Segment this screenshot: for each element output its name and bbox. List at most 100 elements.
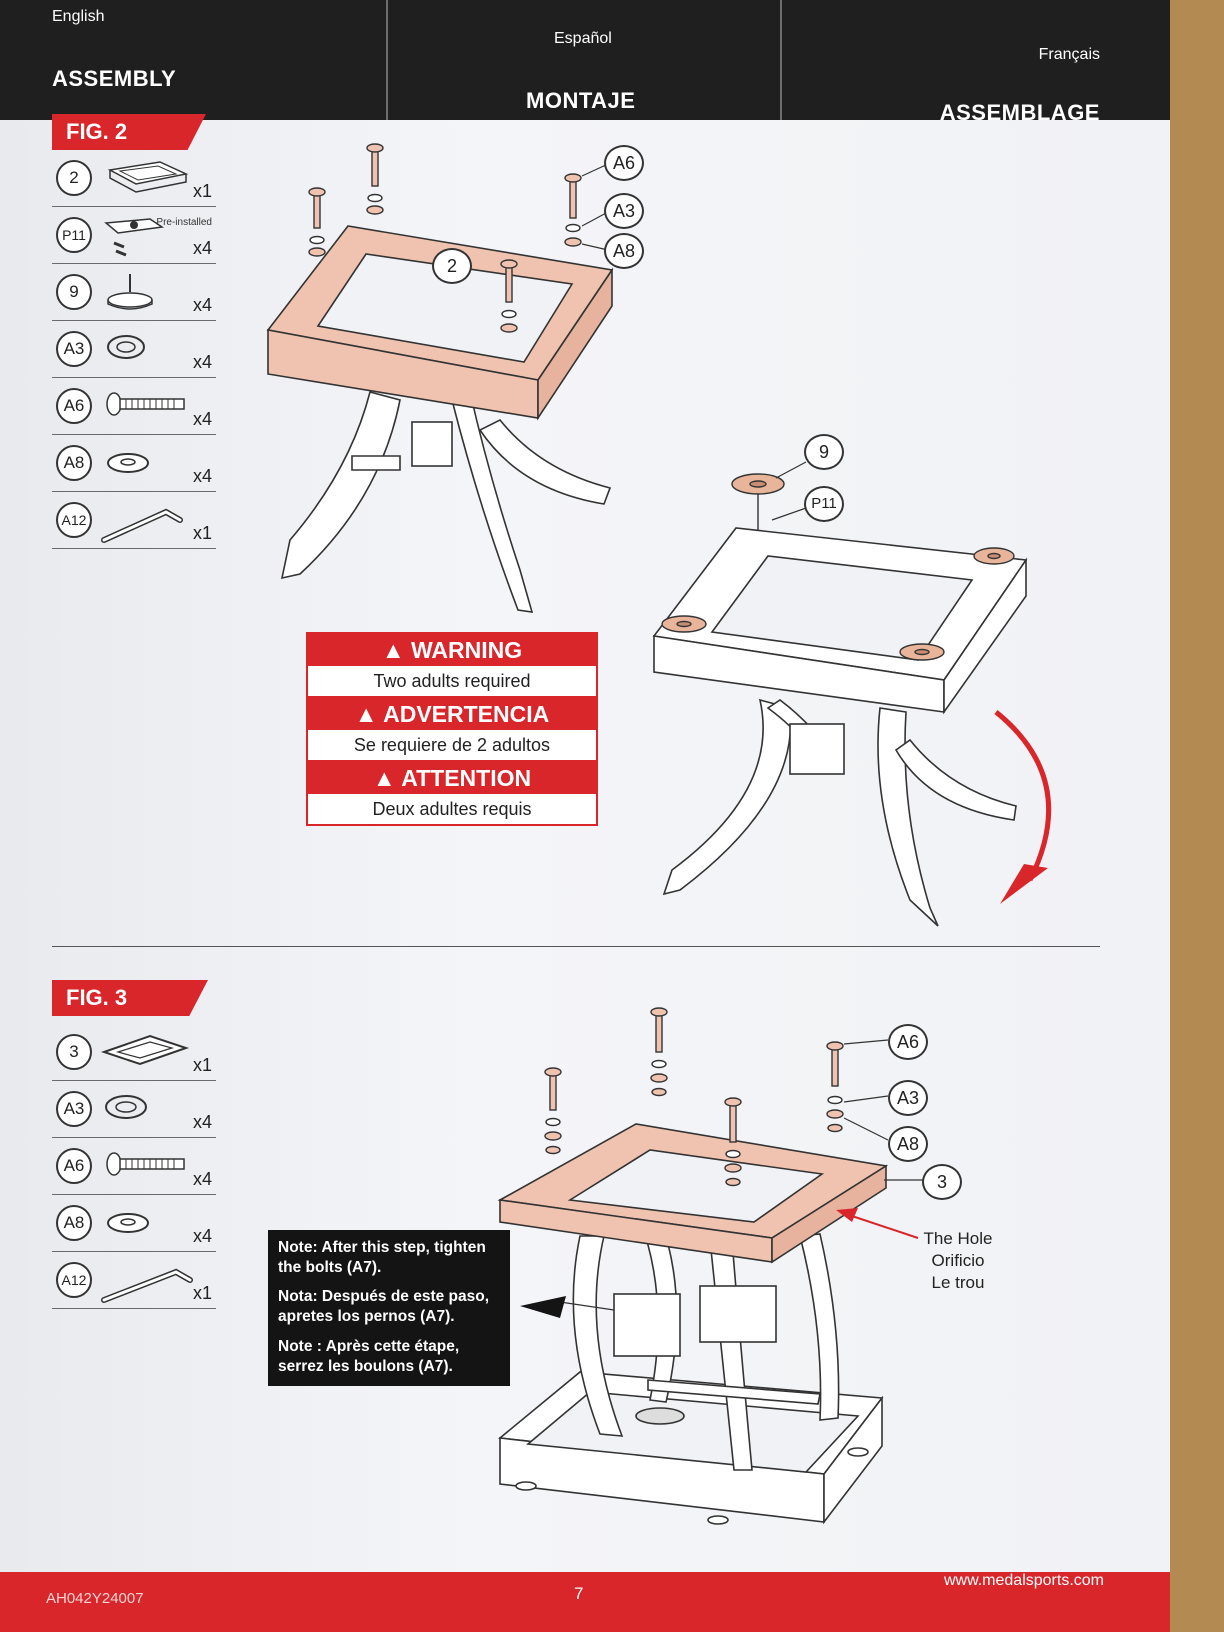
part-qty: x1	[192, 1283, 212, 1303]
hole-label-en: The Hole	[923, 1229, 993, 1248]
part-id: A12	[56, 502, 92, 538]
fig3-wood-frame	[497, 1123, 889, 1264]
part-qty: x4	[192, 1112, 212, 1132]
part-id: 3	[56, 1034, 92, 1070]
warning-triangle-icon: ▲	[381, 637, 411, 663]
bolt-icon	[106, 1152, 185, 1176]
bracket-part-icon	[104, 218, 165, 257]
part-qty: x4	[192, 238, 212, 258]
flip-arrow-icon	[994, 710, 1052, 904]
warning-heading-en: ▲ WARNING	[308, 634, 596, 666]
spring-washer-icon	[107, 335, 145, 359]
part-note: Pre-installed	[156, 217, 212, 228]
lang-spanish: Español	[554, 30, 612, 47]
allen-key-icon	[101, 1268, 193, 1303]
part-id: 9	[56, 274, 92, 310]
callout-a6: A6	[888, 1024, 928, 1060]
part-row: P11 Pre-installed x4	[52, 207, 216, 264]
fig2-table-right	[652, 527, 1028, 927]
part-qty: x4	[192, 466, 212, 486]
warning-heading-es: ▲ ADVERTENCIA	[308, 698, 596, 730]
product-code: AH042Y24007	[46, 1590, 144, 1607]
fig2-bolts-left	[308, 143, 582, 333]
fig3-parts-list: 3 x1 A3 x4 A6 x4 A8 x4 A12 x1	[52, 1024, 216, 1309]
part-id: P11	[56, 217, 92, 253]
footer-bar: AH042Y24007 7 www.medalsports.com	[0, 1572, 1170, 1632]
warning-triangle-icon: ▲	[354, 701, 384, 727]
warning-text-fr: Deux adultes requis	[372, 799, 532, 819]
website-url: www.medalsports.com	[943, 1572, 1104, 1589]
part-row: A8 x4	[52, 435, 216, 492]
manual-page: English ASSEMBLY Español MONTAJE Françai…	[0, 0, 1170, 1632]
flat-washer-icon	[107, 1213, 149, 1233]
part-row: 3 x1	[52, 1024, 216, 1081]
part-row: A12 x1	[52, 1252, 216, 1309]
fig3-bolts	[544, 1007, 844, 1187]
lang-english: English	[52, 8, 105, 25]
callout-p11: P11	[804, 486, 844, 522]
section-divider	[52, 946, 1100, 947]
frame-part-icon	[100, 1034, 190, 1066]
fig2-table-left	[280, 269, 612, 613]
note-box: Note: After this step, tighten the bolts…	[268, 1230, 510, 1386]
spring-washer-icon	[105, 1095, 147, 1119]
hole-label-es: Orificio	[931, 1251, 985, 1271]
part-row: A12 x1	[52, 492, 216, 549]
callout-a8: A8	[888, 1126, 928, 1162]
part-id: A12	[56, 1262, 92, 1298]
part-qty: x4	[192, 1169, 212, 1189]
frame-part-icon	[107, 161, 189, 193]
fig3-leader-lines	[559, 1039, 926, 1311]
part-row: 2 x1	[52, 150, 216, 207]
callout-a6: A6	[604, 145, 644, 181]
title-french: ASSEMBLAGE	[939, 100, 1100, 125]
warning-triangle-icon: ▲	[372, 765, 402, 791]
assembly-illustrations	[266, 143, 1052, 1525]
fig2-feet	[661, 473, 1015, 661]
header-bar: English ASSEMBLY Español MONTAJE Françai…	[0, 0, 1170, 125]
warning-text-es: Se requiere de 2 adultos	[308, 730, 596, 762]
hole-arrow-icon	[836, 1208, 919, 1239]
part-id: A8	[56, 1205, 92, 1241]
note-es: Nota: Después de este paso, apretes los …	[278, 1288, 490, 1326]
part-row: A3 x4	[52, 1081, 216, 1138]
warning-heading-fr: ▲ ATTENTION	[308, 762, 596, 794]
note-pointer	[520, 1296, 566, 1318]
part-qty: x1	[192, 523, 212, 543]
note-en: Note: After this step, tighten the bolts…	[278, 1239, 486, 1277]
leveling-foot-icon	[107, 274, 153, 310]
bolt-icon	[106, 392, 185, 416]
title-english: ASSEMBLY	[52, 66, 177, 91]
part-qty: x4	[192, 295, 212, 315]
header-english: English ASSEMBLY	[0, 0, 388, 120]
flat-washer-icon	[107, 453, 149, 473]
fig3-table	[498, 1217, 884, 1525]
part-id: A3	[56, 331, 92, 367]
part-qty: x4	[192, 352, 212, 372]
warning-text-en: Two adults required	[308, 666, 596, 698]
part-row: A6 x4	[52, 1138, 216, 1195]
fig2-leader-lines	[581, 163, 609, 251]
part-qty: x4	[192, 409, 212, 429]
lang-french: Français	[1038, 46, 1100, 63]
title-spanish: MONTAJE	[526, 88, 636, 113]
callout-frame: 2	[432, 248, 472, 284]
part-qty: x4	[192, 1226, 212, 1246]
part-id: A6	[56, 1148, 92, 1184]
part-id: A6	[56, 388, 92, 424]
part-row: 9 x4	[52, 264, 216, 321]
note-fr: Note : Après cette étape, serrez les bou…	[278, 1337, 460, 1375]
part-qty: x1	[192, 1055, 212, 1075]
hole-label: The Hole Orificio Le trou	[908, 1228, 1008, 1294]
header-spanish: Español MONTAJE	[388, 0, 782, 120]
part-id: A8	[56, 445, 92, 481]
header-french: Français ASSEMBLAGE	[782, 0, 1170, 125]
fig2-right-leaders	[771, 461, 807, 521]
part-row: A8 x4	[52, 1195, 216, 1252]
part-qty: x1	[192, 181, 212, 201]
part-row: A6 x4	[52, 378, 216, 435]
part-row: A3 x4	[52, 321, 216, 378]
fig3-label: FIG. 3	[52, 980, 208, 1016]
warning-box: ▲ WARNING Two adults required ▲ ADVERTEN…	[306, 632, 598, 826]
callout-frame: 3	[922, 1164, 962, 1200]
